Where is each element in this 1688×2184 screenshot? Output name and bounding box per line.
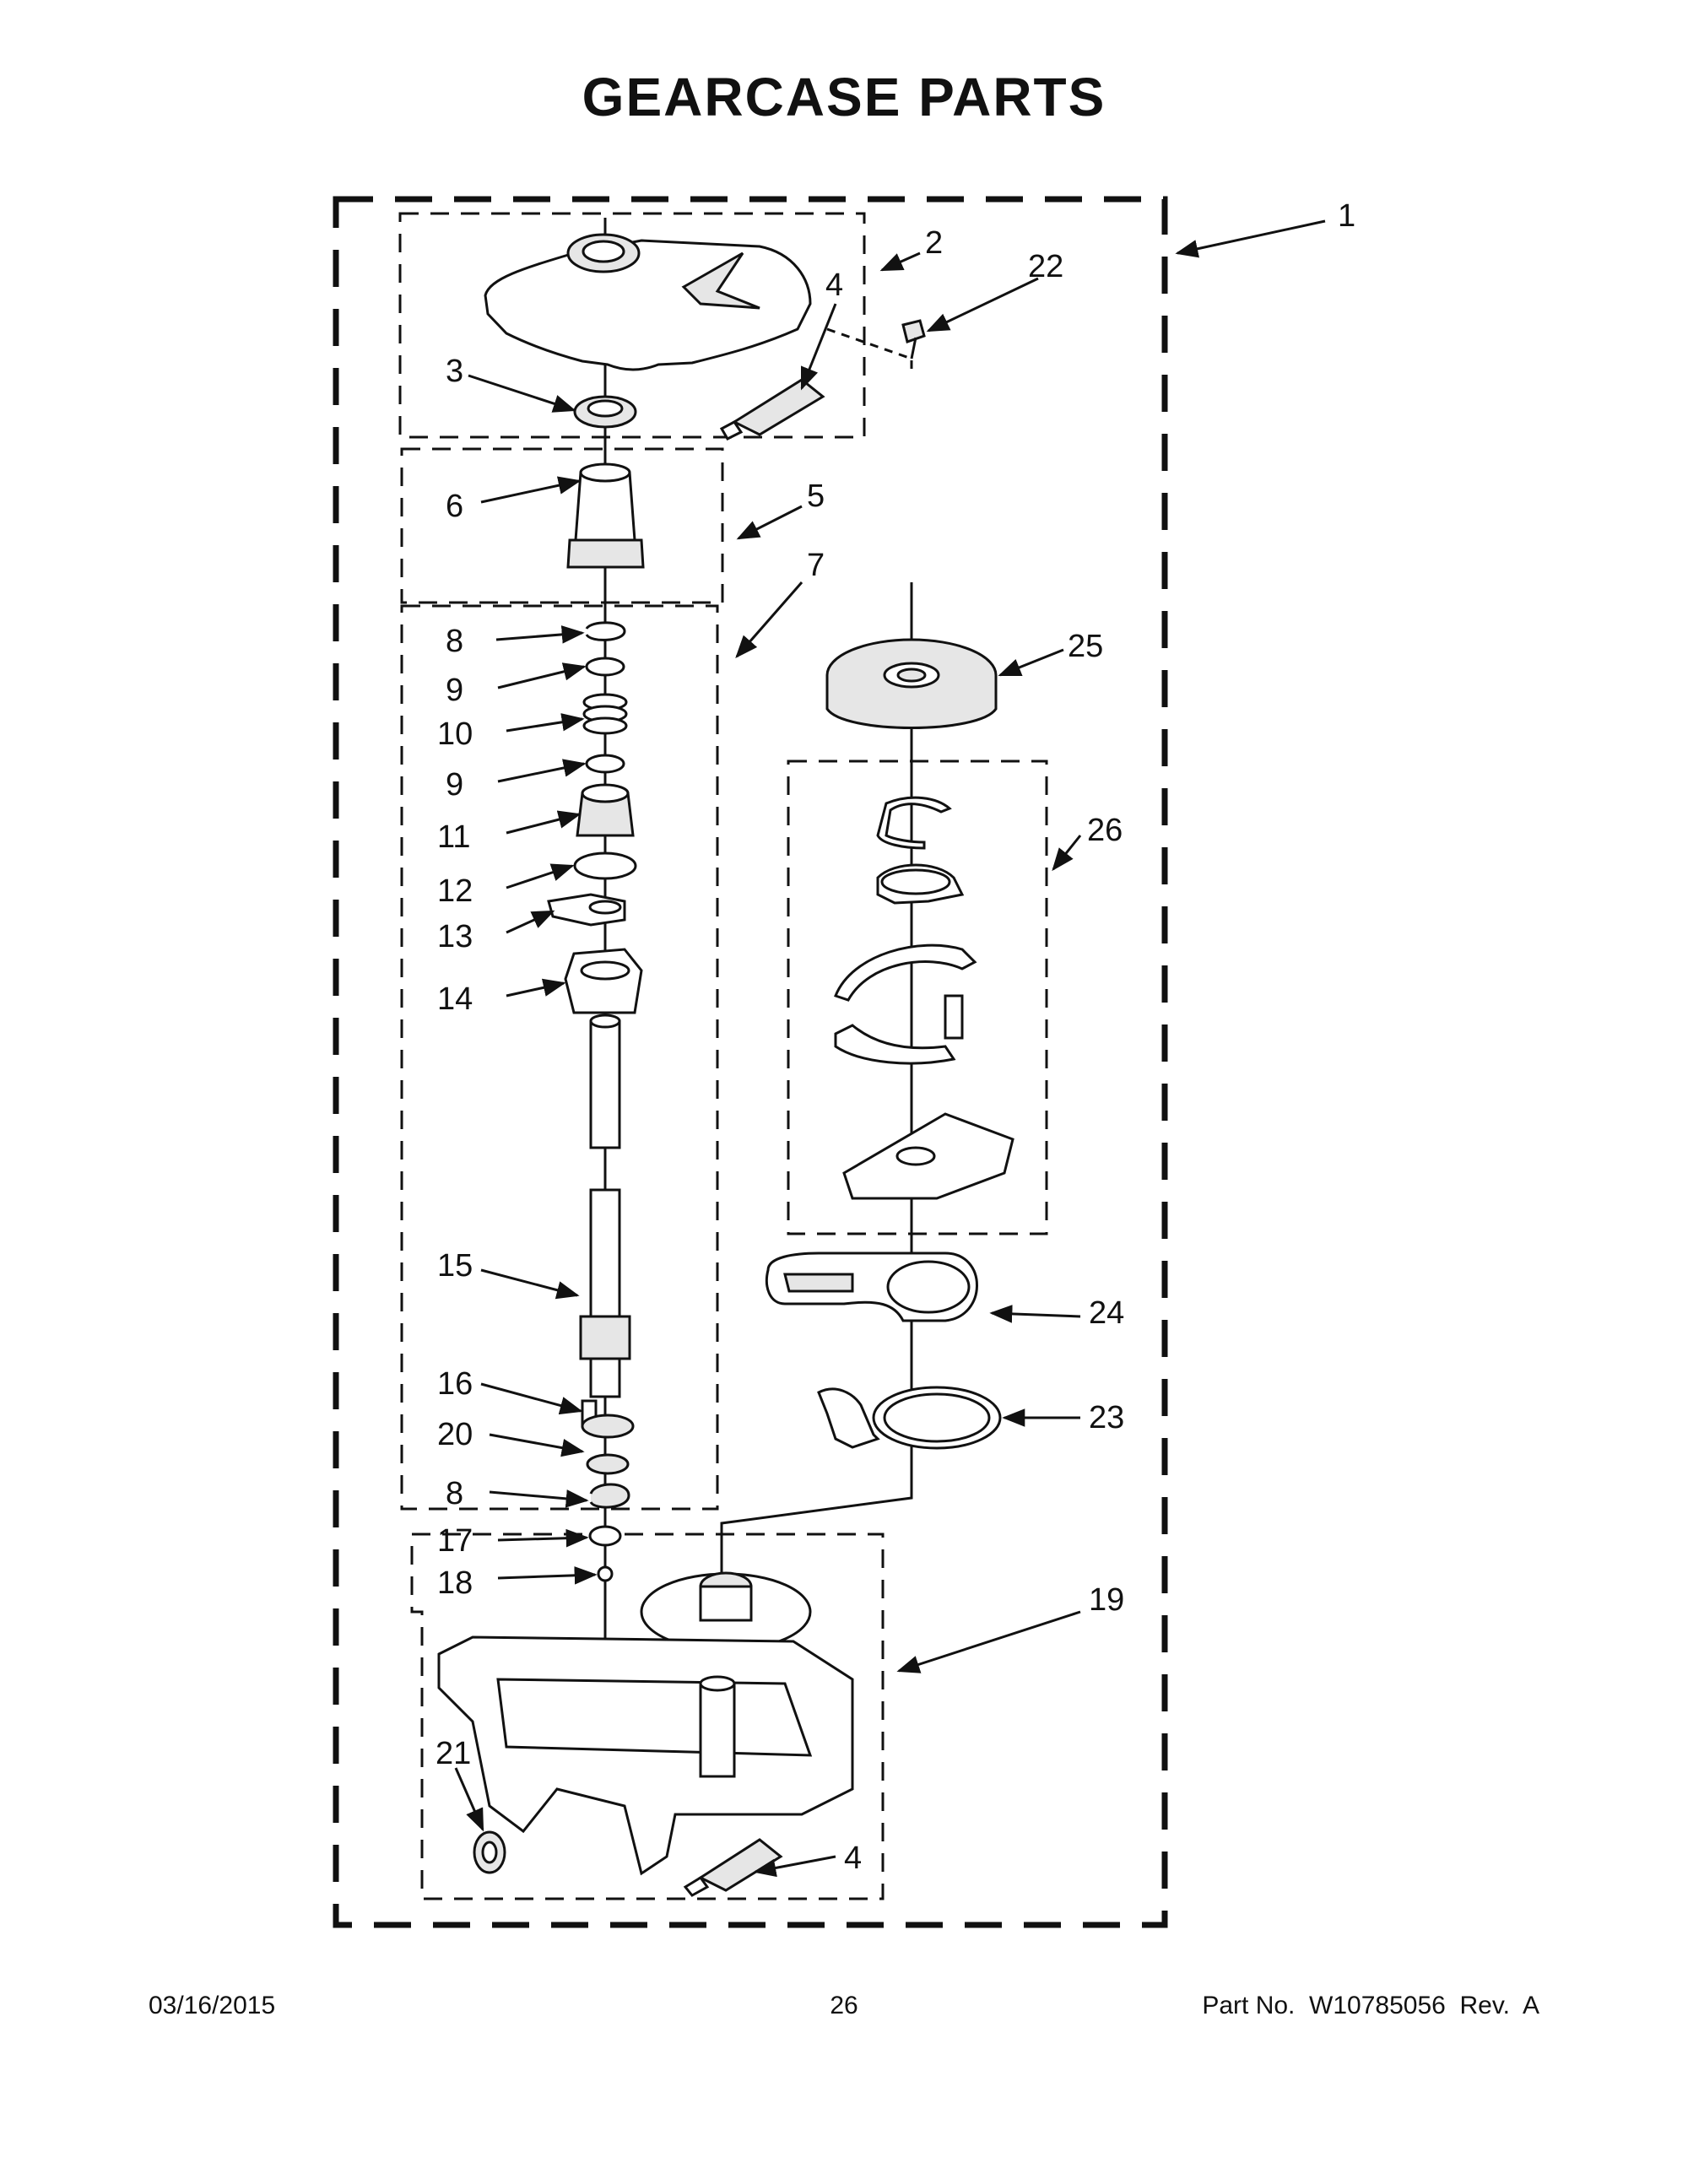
callout-21: 21 <box>436 1736 471 1771</box>
callout-9-lower: 9 <box>446 767 463 803</box>
assembly-1-boundary <box>333 196 1168 1928</box>
connector-line <box>720 1451 913 1578</box>
callout-26: 26 <box>1087 813 1123 848</box>
part-11-gear <box>576 783 635 837</box>
part-13-cam <box>547 893 626 927</box>
part-8-retaining-ring <box>585 621 626 641</box>
callout-11: 11 <box>437 819 470 855</box>
part-6-pinion-gear <box>566 462 645 569</box>
part-12-washer <box>573 851 637 880</box>
part-22-screw <box>826 319 926 371</box>
part-26-brake-assembly <box>834 796 1014 1200</box>
callout-5: 5 <box>807 478 825 514</box>
callout-labels: 1 2 4 22 3 6 5 7 8 9 10 9 11 12 13 14 25… <box>436 198 1355 1876</box>
footer-date: 03/16/2015 <box>149 1992 276 2019</box>
part-18-ball <box>597 1565 614 1582</box>
leader-arrows <box>454 219 1326 1878</box>
callout-10: 10 <box>437 716 473 752</box>
callout-18: 18 <box>437 1565 473 1601</box>
part-14-clutch-housing <box>564 948 643 1014</box>
callout-23: 23 <box>1089 1400 1124 1435</box>
part-25-drive-gear <box>825 638 998 729</box>
callout-20: 20 <box>437 1417 473 1452</box>
part-10-spring <box>582 693 628 735</box>
callout-24: 24 <box>1089 1295 1124 1331</box>
group-7-boundary <box>400 604 719 1511</box>
group-26-boundary <box>787 760 1048 1235</box>
part-21-seal <box>473 1830 506 1874</box>
callout-19: 19 <box>1089 1582 1124 1618</box>
callout-8-upper: 8 <box>446 624 463 659</box>
callout-15: 15 <box>437 1248 473 1284</box>
page-title: GEARCASE PARTS <box>582 67 1106 127</box>
part-8-retaining-ring-lower <box>589 1483 630 1509</box>
footer-part-number: Part No. W10785056 Rev. A <box>1202 1992 1539 2019</box>
callout-2: 2 <box>925 225 943 261</box>
callout-16: 16 <box>437 1366 473 1402</box>
callout-14: 14 <box>437 981 473 1017</box>
part-24-shift-lever <box>765 1251 978 1322</box>
part-3-bearing <box>573 395 637 429</box>
callout-8-lower: 8 <box>446 1476 463 1511</box>
callout-7: 7 <box>807 548 825 583</box>
callout-4-lower: 4 <box>844 1841 862 1876</box>
callout-12: 12 <box>437 873 473 909</box>
callout-4-upper: 4 <box>825 268 843 303</box>
part-19-gearcase-housing <box>437 1571 854 1876</box>
group-5-boundary <box>400 447 724 604</box>
part-4-grease-tube-lower <box>683 1838 783 1897</box>
part-23-clutch-band <box>817 1386 1002 1450</box>
group-2-boundary <box>398 212 866 439</box>
part-15-drive-shaft <box>579 1014 631 1398</box>
callout-9-upper: 9 <box>446 673 463 708</box>
callout-22: 22 <box>1028 249 1063 284</box>
callout-25: 25 <box>1068 629 1103 664</box>
part-20-washer <box>581 1414 635 1475</box>
group-19-boundary <box>410 1533 885 1900</box>
part-17-washer <box>588 1525 622 1547</box>
callout-1: 1 <box>1338 198 1355 234</box>
callout-13: 13 <box>437 919 473 954</box>
footer-page-number: 26 <box>830 1992 858 2019</box>
callout-6: 6 <box>446 489 463 524</box>
part-4-grease-tube-upper <box>719 378 825 441</box>
callout-3: 3 <box>446 354 463 389</box>
callout-17: 17 <box>437 1523 473 1559</box>
part-9-washer-lower <box>585 754 625 774</box>
part-2-gearcase-cover <box>484 233 812 371</box>
part-9-washer <box>585 657 625 677</box>
